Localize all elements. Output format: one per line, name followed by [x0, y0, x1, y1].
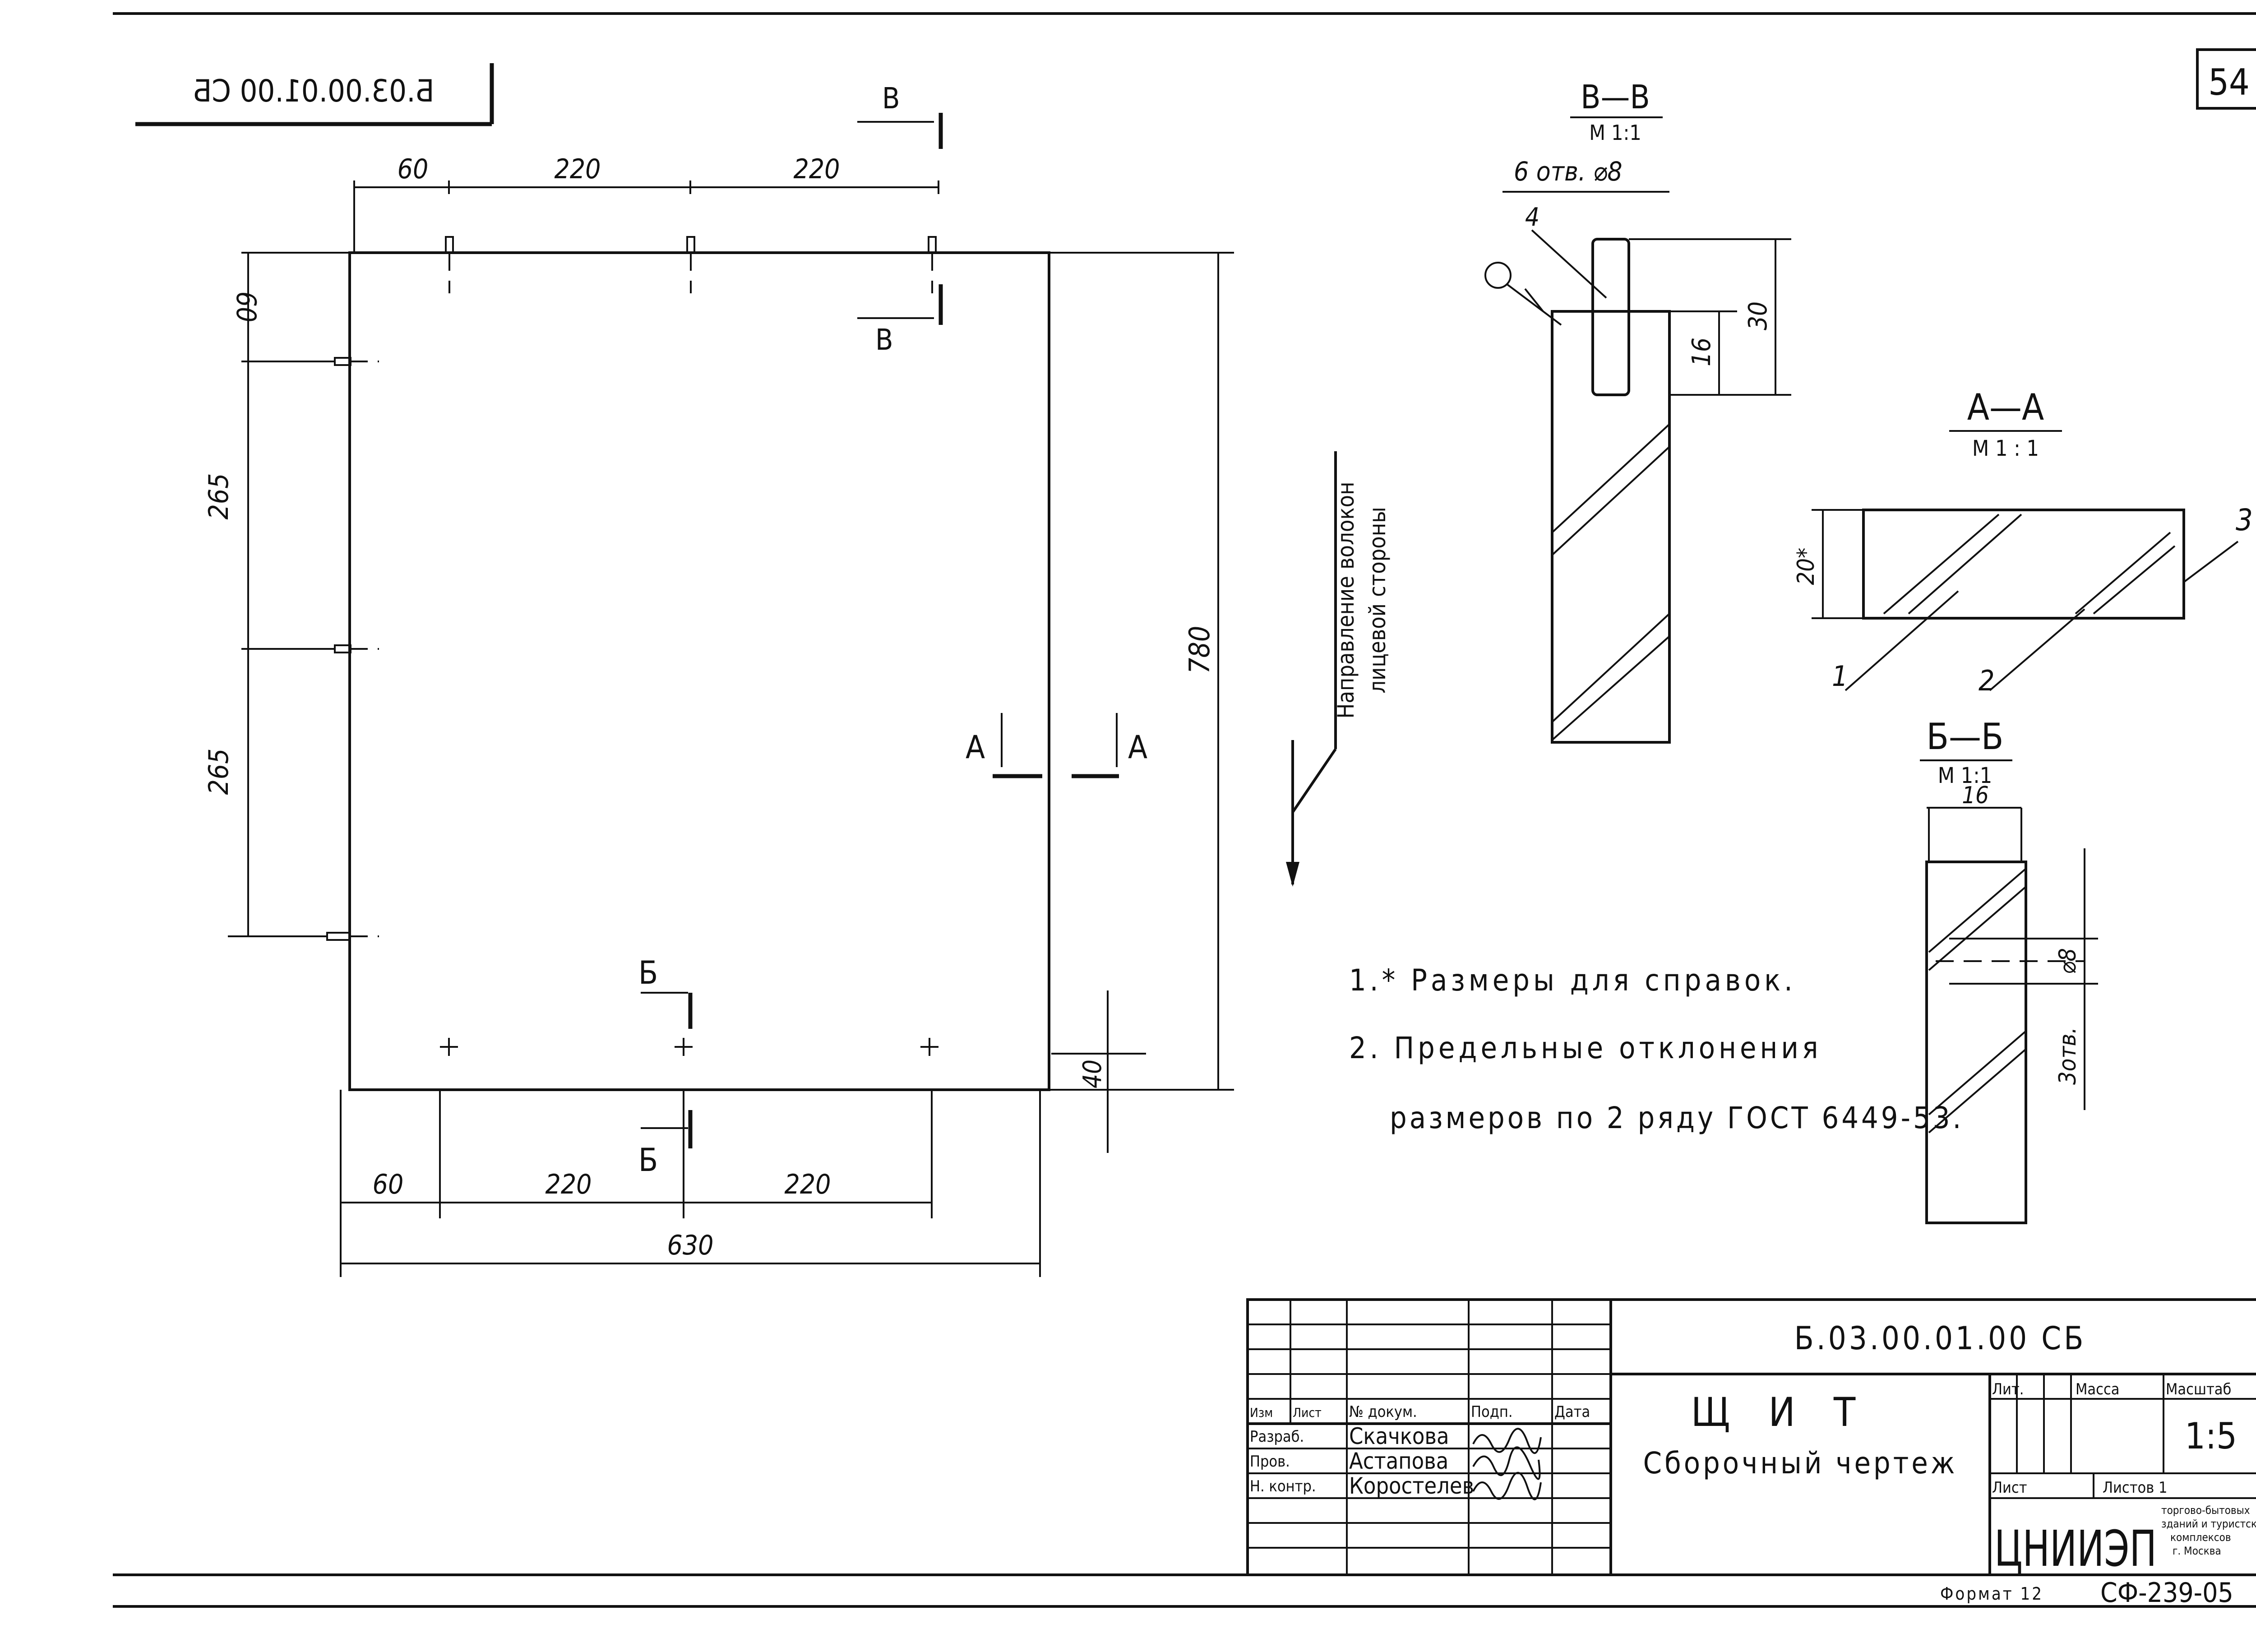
left-dowels — [326, 357, 379, 941]
bottom-hole-marks — [440, 1038, 938, 1056]
note-1: 1.* Размеры для справок. — [1349, 963, 1796, 998]
col-header-list: Лист — [1293, 1405, 1322, 1420]
org-name-line2: зданий и туристских — [2161, 1518, 2256, 1530]
mark-v-top: В — [882, 82, 900, 116]
section-bb-dim-d8: ⌀8 — [2054, 948, 2081, 974]
mark-a-right: А — [1128, 729, 1147, 766]
grain-note-line2: лицевой стороны — [1364, 507, 1391, 693]
page-number-box: 54 — [2196, 48, 2256, 110]
bottom-dim-60: 60 — [373, 1169, 404, 1200]
bottom-dimension-chain: 60 220 220 630 — [340, 1090, 1041, 1277]
section-aa-leader-1: 1 — [1832, 660, 1848, 693]
section-bb-title: Б—Б — [1927, 716, 2004, 758]
section-aa-title: А—А — [1967, 386, 2044, 428]
mark-b-top: Б — [638, 954, 658, 991]
signature-developer — [1472, 1428, 1542, 1454]
title-subtitle: Сборочный чертеж — [1643, 1446, 1958, 1481]
sheets-count: Листов 1 — [2103, 1479, 2167, 1497]
main-view: 60 220 220 60 220 220 630 60 265 — [203, 82, 1234, 1277]
note-2: 2. Предельные отклонения — [1349, 1031, 1822, 1065]
top-dim-220-a: 220 — [554, 153, 601, 185]
corner-code-mirrored: Б.03.00.01.00 СБ — [193, 74, 434, 109]
left-dim-60: 60 — [230, 292, 262, 323]
title-name: Щ И Т — [1691, 1389, 1869, 1435]
org-name-line3: комплексов — [2170, 1531, 2231, 1544]
title-code: Б.03.00.01.00 СБ — [1794, 1320, 2086, 1357]
notes: 1.* Размеры для справок. 2. Предельные о… — [1349, 963, 1964, 1135]
person-checker: Астапова — [1349, 1448, 1448, 1474]
person-norm-control: Коростелев — [1349, 1473, 1474, 1499]
role-norm-control: Н. контр. — [1250, 1477, 1316, 1495]
right-dimension: 780 40 — [1049, 252, 1234, 1153]
bottom-edge-dim: 40 — [1078, 1060, 1107, 1088]
overall-width-dim: 630 — [667, 1230, 713, 1261]
section-a-a: А—А М 1 : 1 20* 1 2 3 — [1793, 386, 2253, 697]
section-vv-holes: 6 отв. ⌀8 — [1514, 156, 1623, 187]
section-aa-leader-3: 3 — [2236, 503, 2253, 537]
section-marks: В В А А Б Б — [638, 82, 1147, 1179]
mark-b-bottom: Б — [638, 1142, 658, 1179]
grain-note-line1: Направление волокон — [1333, 482, 1359, 719]
section-vv-scale: М 1:1 — [1589, 120, 1641, 145]
bottom-dim-220-a: 220 — [545, 1169, 592, 1200]
note-3: размеров по 2 ряду ГОСТ 6449-53. — [1390, 1101, 1964, 1135]
scale-label: Масштаб — [2166, 1380, 2231, 1398]
top-dowels — [445, 236, 937, 293]
grain-direction-note: Направление волокон лицевой стороны — [1286, 451, 1391, 887]
overall-height-dim: 780 — [1183, 626, 1216, 674]
left-dimension-chain: 60 265 265 — [203, 252, 350, 937]
format-label: Формат 12 — [1940, 1584, 2043, 1604]
bottom-stamps: Формат 12 СФ-239-05 — [1940, 1577, 2233, 1609]
section-b-b: Б—Б М 1:1 16 ⌀8 3отв. — [1920, 716, 2098, 1224]
col-header-sign: Подп. — [1471, 1403, 1513, 1421]
section-bb-holes: 3отв. — [2054, 1027, 2081, 1085]
title-block: Б.03.00.01.00 СБ Щ И Т Сборочный чертеж … — [1246, 1298, 2256, 1578]
sheet-label: Лист — [1992, 1479, 2027, 1497]
section-vv-leader-4: 4 — [1525, 203, 1539, 232]
role-developer: Разраб. — [1250, 1428, 1304, 1446]
org-name-line1: торгово-бытовых — [2161, 1504, 2250, 1517]
col-header-date: Дата — [1554, 1403, 1590, 1421]
section-vv-dim-16: 16 — [1687, 338, 1716, 366]
doc-code: СФ-239-05 — [2100, 1577, 2233, 1609]
section-aa-dim-20: 20* — [1793, 548, 1820, 585]
person-developer: Скачкова — [1349, 1423, 1449, 1449]
left-dim-265-a: 265 — [203, 473, 235, 519]
section-vv-title: В—В — [1581, 78, 1650, 116]
top-dimension-chain: 60 220 220 — [353, 153, 939, 253]
org-logo: ЦНИИЭП — [1994, 1520, 2157, 1578]
section-vv-dim-30: 30 — [1743, 301, 1773, 330]
section-v-v: В—В М 1:1 6 отв. ⌀8 4 30 16 — [1484, 78, 1791, 744]
mark-a-left: А — [966, 729, 985, 766]
section-aa-scale: М 1 : 1 — [1972, 436, 2039, 461]
lit-label: Лит. — [1992, 1380, 2024, 1398]
bottom-dim-220-b: 220 — [784, 1169, 831, 1200]
top-dim-220-b: 220 — [793, 153, 840, 185]
signature-norm-control — [1472, 1472, 1542, 1500]
left-dim-265-b: 265 — [203, 748, 235, 795]
mark-v-bottom: В — [875, 324, 893, 357]
mass-label: Масса — [2076, 1380, 2120, 1398]
org-name-line4: г. Москва — [2173, 1545, 2221, 1557]
section-bb-dim-16: 16 — [1962, 782, 1989, 809]
section-aa-leader-2: 2 — [1979, 664, 1994, 697]
page-number: 54 — [2208, 61, 2250, 103]
section-bb-scale: М 1:1 — [1938, 763, 1992, 788]
signature-checker — [1472, 1446, 1541, 1480]
col-header-doc: № докум. — [1349, 1403, 1417, 1421]
col-header-izm: Изм — [1250, 1405, 1273, 1420]
scale-value: 1:5 — [2185, 1415, 2237, 1457]
panel-outline — [348, 251, 1050, 1091]
top-dim-60: 60 — [398, 153, 429, 185]
role-checker: Пров. — [1250, 1453, 1290, 1471]
corner-code-stamp: Б.03.00.01.00 СБ — [135, 63, 494, 126]
